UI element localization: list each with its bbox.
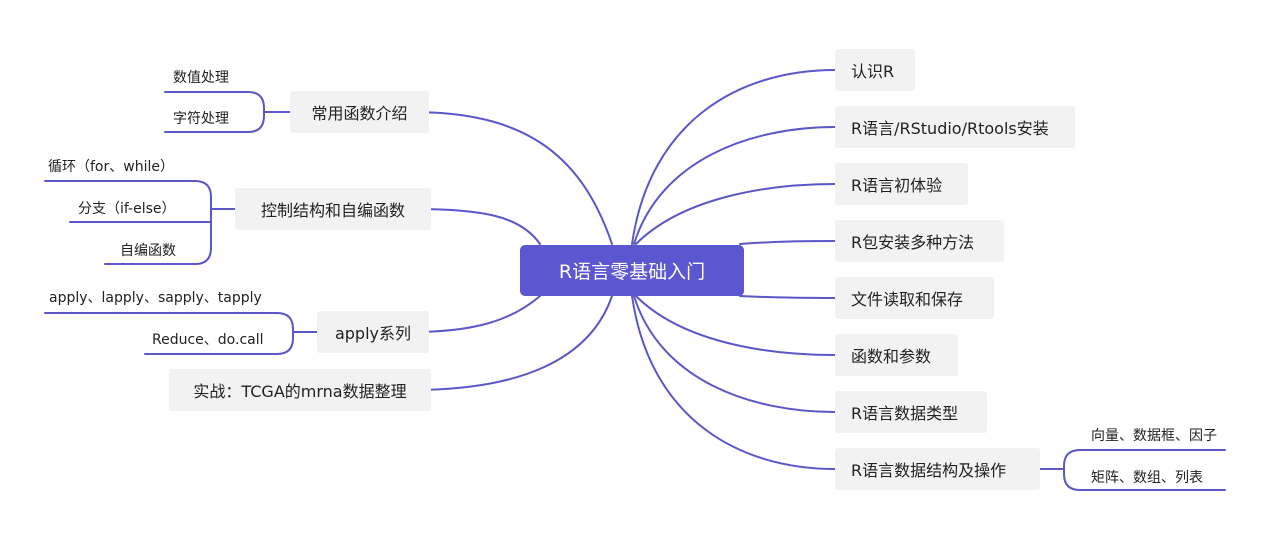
subtopic-vector-dataframe-factor[interactable]: 向量、数据框、因子 (1091, 428, 1217, 444)
leaf-apply-functions[interactable]: apply、lapply、sapply、tapply (49, 290, 262, 306)
root-topic[interactable]: R语言零基础入门 (520, 245, 744, 296)
topic-install[interactable]: R语言/RStudio/Rtools安装 (835, 106, 1075, 148)
topic-package-install[interactable]: R包安装多种方法 (835, 220, 1004, 262)
topic-data-types[interactable]: R语言数据类型 (835, 391, 987, 433)
leaf-branching[interactable]: 分支（if-else） (78, 201, 176, 217)
topic-practice-tcga[interactable]: 实战：TCGA的mrna数据整理 (169, 369, 431, 411)
topic-intro-r[interactable]: 认识R (835, 49, 915, 91)
topic-data-structures[interactable]: R语言数据结构及操作 (835, 448, 1040, 490)
topic-control-structures[interactable]: 控制结构和自编函数 (235, 188, 431, 230)
topic-first-experience[interactable]: R语言初体验 (835, 163, 968, 205)
topic-file-io[interactable]: 文件读取和保存 (835, 277, 994, 319)
leaf-custom-functions[interactable]: 自编函数 (120, 243, 176, 259)
topic-apply-family[interactable]: apply系列 (317, 311, 429, 353)
leaf-reduce-docall[interactable]: Reduce、do.call (152, 332, 264, 348)
topic-functions-params[interactable]: 函数和参数 (835, 334, 958, 376)
topic-common-functions[interactable]: 常用函数介绍 (290, 91, 429, 133)
leaf-numeric-processing[interactable]: 数值处理 (173, 70, 229, 86)
leaf-loops[interactable]: 循环（for、while） (48, 159, 174, 175)
leaf-string-processing[interactable]: 字符处理 (173, 111, 229, 127)
subtopic-matrix-array-list[interactable]: 矩阵、数组、列表 (1091, 470, 1203, 486)
